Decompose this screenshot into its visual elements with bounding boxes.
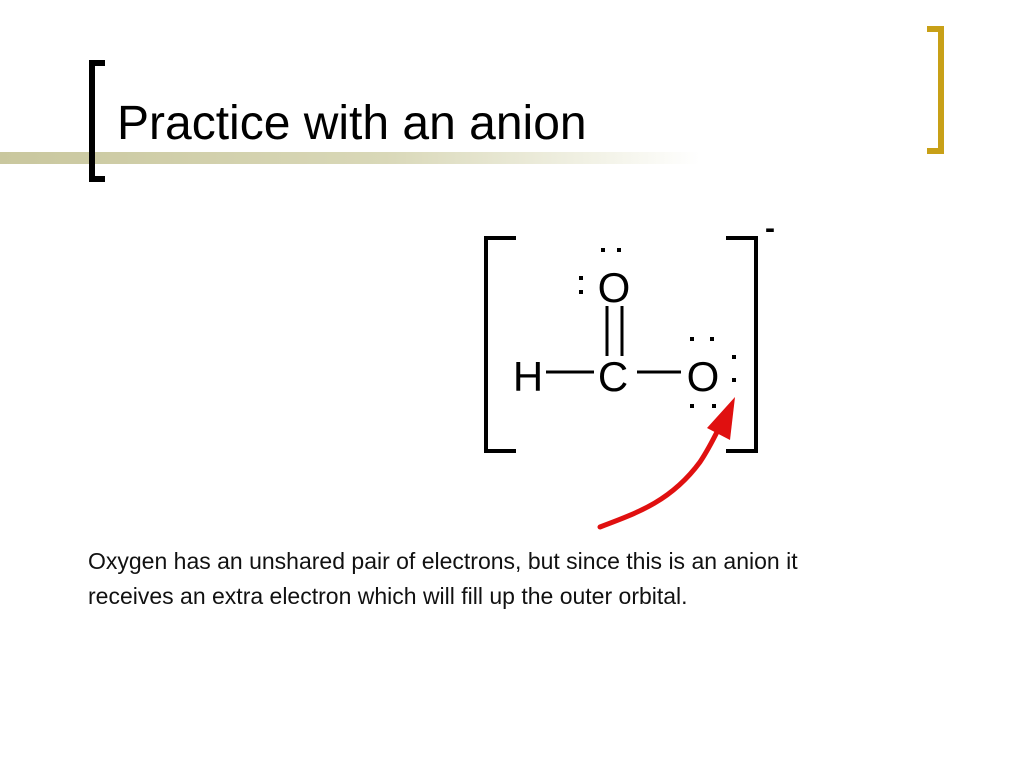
electron-dot <box>690 337 694 341</box>
arrow-head-icon <box>707 397 735 440</box>
electron-dot <box>601 248 605 252</box>
electron-dot <box>712 404 716 408</box>
electron-dot <box>710 337 714 341</box>
electron-dot <box>732 378 736 382</box>
title-bracket-left <box>89 60 105 182</box>
slide-title: Practice with an anion <box>117 97 587 150</box>
electron-dot <box>579 290 583 294</box>
body-text: Oxygen has an unshared pair of electrons… <box>88 548 798 609</box>
title-accent-bar <box>0 152 700 164</box>
lone-pairs-oxygen-top <box>579 248 621 294</box>
arrow-shaft <box>597 427 721 530</box>
ion-charge: - <box>765 212 775 245</box>
atom-carbon: C <box>598 353 628 400</box>
electron-dot <box>732 355 736 359</box>
ion-bracket-right <box>726 236 758 453</box>
atom-oxygen-right: O <box>687 353 720 400</box>
electron-dot <box>579 276 583 280</box>
electron-dot <box>690 404 694 408</box>
ion-bracket-left <box>484 236 516 453</box>
lone-pairs-oxygen-right <box>690 337 736 408</box>
atom-hydrogen: H <box>513 353 543 400</box>
title-bracket-right <box>927 26 944 154</box>
atom-oxygen-top: O <box>598 264 631 311</box>
electron-dot <box>617 248 621 252</box>
